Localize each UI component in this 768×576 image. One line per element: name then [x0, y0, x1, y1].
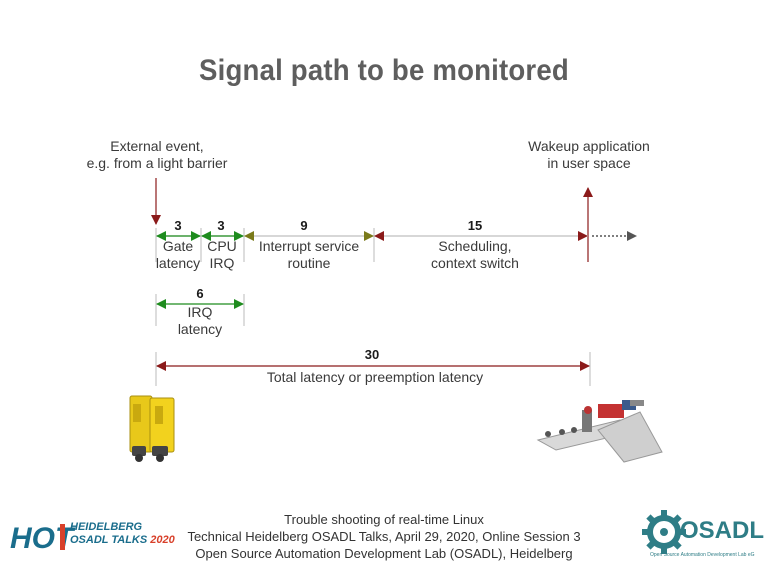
light-barrier-image: [129, 395, 175, 462]
footer-text: Trouble shooting of real-time Linux Tech…: [0, 511, 768, 562]
total-latency-value: 30: [364, 347, 380, 362]
cpu-irq-label-line-1: CPU: [207, 238, 237, 254]
hot-logo-talks: OSADL TALKS: [70, 534, 148, 546]
wakeup-line-2: in user space: [547, 155, 631, 171]
footer-line-1: Trouble shooting of real-time Linux: [284, 512, 484, 527]
cpu-irq-label: CPU IRQ: [200, 238, 244, 272]
scheduling-label-line-2: context switch: [431, 255, 519, 271]
external-event-line-2: e.g. from a light barrier: [86, 155, 228, 171]
external-event-label: External event, e.g. from a light barrie…: [62, 138, 252, 172]
osadl-logo-name: OSADL: [680, 517, 764, 544]
gate-latency-label: Gate latency: [150, 238, 206, 272]
gate-latency-label-line-2: latency: [155, 255, 201, 271]
isr-label-line-1: Interrupt service: [258, 238, 360, 254]
isr-value: 9: [300, 218, 308, 233]
conveyor-machine-image: [536, 400, 663, 463]
irq-latency-label-line-1: IRQ: [187, 304, 213, 320]
irq-latency-label: IRQ latency: [160, 304, 240, 338]
gate-latency-label-line-1: Gate: [162, 238, 194, 254]
cpu-irq-label-line-2: IRQ: [209, 255, 235, 271]
wakeup-label: Wakeup application in user space: [504, 138, 674, 172]
hot-logo-line-1: HEIDELBERG: [70, 521, 143, 533]
scheduling-label-line-1: Scheduling,: [438, 238, 512, 254]
footer-line-2: Technical Heidelberg OSADL Talks, April …: [187, 529, 581, 544]
footer-line-3: Open Source Automation Development Lab (…: [195, 546, 573, 561]
hot-logo-year: 2020: [150, 534, 175, 546]
gate-latency-value: 3: [174, 218, 182, 233]
hot-logo-mark: HOT: [10, 522, 76, 555]
hot-logo: HEIDELBERG OSADL TALKS 2020: [70, 521, 175, 547]
osadl-gear-icon: [642, 510, 686, 554]
hot-logo-line-2: OSADL TALKS 2020: [70, 534, 175, 547]
total-latency-label: Total latency or preemption latency: [266, 369, 484, 385]
wakeup-line-1: Wakeup application: [528, 138, 650, 154]
page-title: Signal path to be monitored: [199, 54, 569, 87]
osadl-logo-tagline: Open Source Automation Development Lab e…: [650, 552, 755, 558]
isr-label: Interrupt service routine: [248, 238, 370, 272]
irq-latency-value: 6: [196, 286, 204, 301]
scheduling-value: 15: [467, 218, 483, 233]
external-event-line-1: External event,: [110, 138, 204, 154]
isr-label-line-2: routine: [287, 255, 331, 271]
scheduling-label: Scheduling, context switch: [410, 238, 540, 272]
cpu-irq-value: 3: [217, 218, 225, 233]
irq-latency-label-line-2: latency: [177, 321, 223, 337]
